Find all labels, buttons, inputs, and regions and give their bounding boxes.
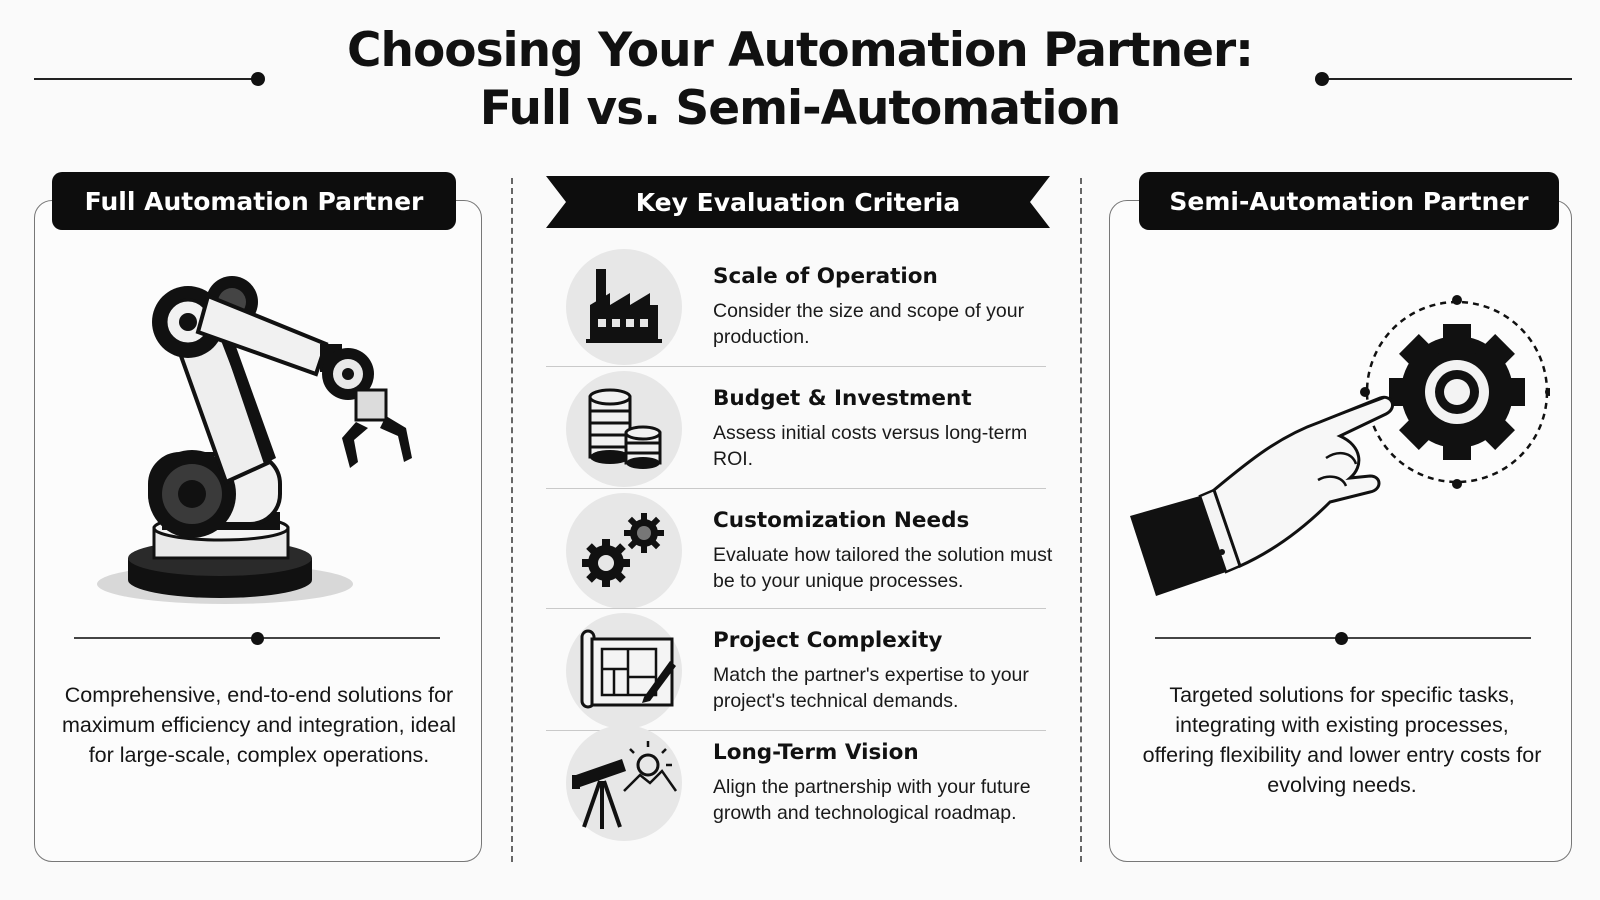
criteria-divider: [546, 608, 1046, 609]
criterion-title: Scale of Operation: [713, 264, 938, 289]
full-automation-description: Comprehensive, end-to-end solutions for …: [62, 683, 456, 767]
divider-left-dashed: [511, 178, 513, 862]
criterion-title: Budget & Investment: [713, 386, 972, 411]
criterion-customization: Customization Needs Evaluate how tailore…: [546, 488, 1052, 609]
criteria-header: Key Evaluation Criteria: [635, 187, 961, 217]
criterion-description: Match the partner's expertise to your pr…: [713, 664, 1029, 712]
criteria-banner: Key Evaluation Criteria: [546, 176, 1050, 228]
title-rule-dot-left: [251, 72, 265, 86]
blueprint-icon: [566, 613, 682, 729]
criteria-divider: [546, 366, 1046, 367]
gears-icon: [566, 493, 682, 609]
criterion-description: Align the partnership with your future g…: [713, 776, 1031, 824]
criterion-description: Assess initial costs versus long-term RO…: [713, 422, 1028, 470]
full-automation-header: Full Automation Partner: [52, 172, 456, 230]
criterion-title: Customization Needs: [713, 508, 970, 533]
coin-stack-icon: [566, 371, 682, 487]
hand-gear-icon: [1130, 295, 1550, 596]
title-line-1: Choosing Your Automation Partner:: [347, 23, 1254, 78]
criterion-budget: Budget & Investment Assess initial costs…: [546, 366, 1046, 487]
criterion-description: Evaluate how tailored the solution must …: [713, 544, 1053, 592]
divider-right-dashed: [1080, 178, 1082, 862]
criterion-scale: Scale of Operation Consider the size and…: [546, 244, 1046, 365]
left-divider-dot: [251, 632, 264, 645]
factory-icon: [566, 249, 682, 365]
title-line-2: Full vs. Semi-Automation: [479, 81, 1122, 136]
criterion-description: Consider the size and scope of your prod…: [713, 300, 1025, 348]
right-divider-dot: [1335, 632, 1348, 645]
criterion-vision: Long-Term Vision Align the partnership w…: [546, 720, 1046, 841]
semi-automation-description: Targeted solutions for specific tasks, i…: [1142, 683, 1542, 797]
criterion-title: Long-Term Vision: [713, 740, 919, 765]
telescope-icon: [566, 725, 682, 841]
semi-automation-header: Semi-Automation Partner: [1139, 172, 1559, 230]
criterion-complexity: Project Complexity Match the partner's e…: [546, 608, 1046, 729]
criterion-title: Project Complexity: [713, 628, 943, 653]
criteria-divider: [546, 730, 1046, 731]
robotic-arm-icon: [97, 276, 412, 604]
title-rule-right: [1322, 78, 1572, 80]
title-rule-left: [34, 78, 258, 80]
criteria-divider: [546, 488, 1046, 489]
title-rule-dot-right: [1315, 72, 1329, 86]
page-title: Choosing Your Automation Partner: Full v…: [0, 22, 1600, 138]
